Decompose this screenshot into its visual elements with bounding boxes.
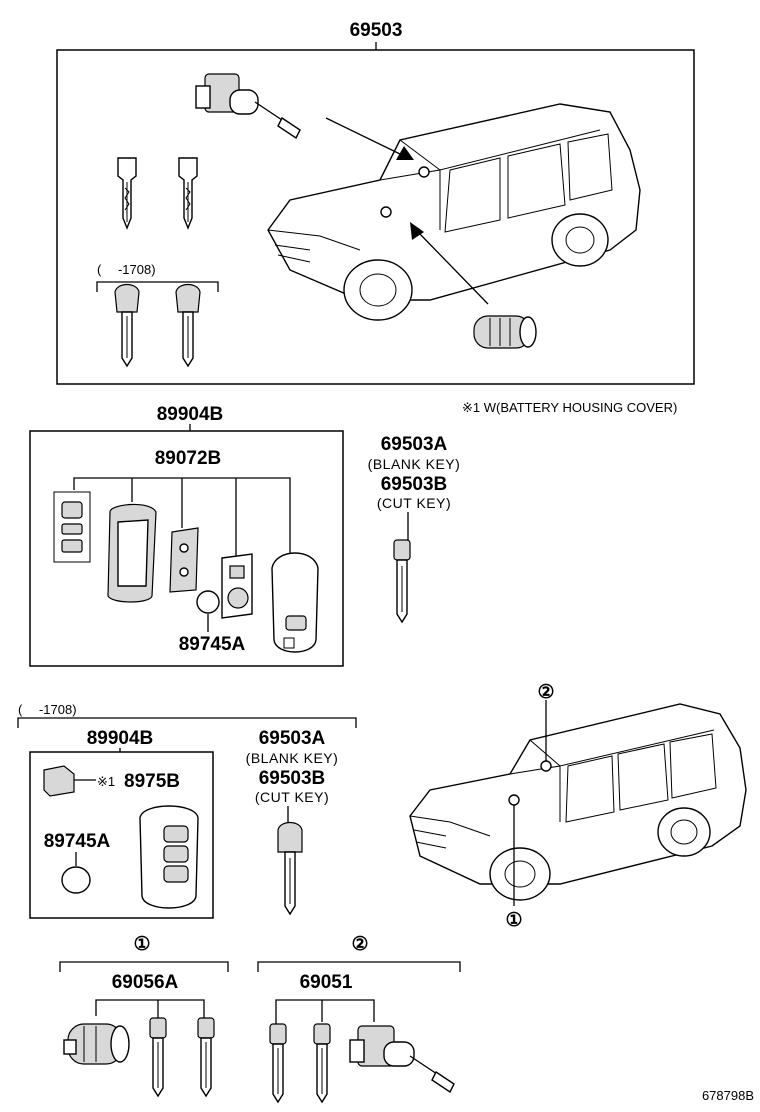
- kit-2-part-no: 69051: [300, 972, 353, 993]
- smart-key-part-no: 89904B: [157, 404, 224, 425]
- smart-key-case-illustration: [271, 552, 319, 653]
- kit-1-key-illustration-1: [149, 1017, 167, 1097]
- key-illustration-3: [114, 283, 140, 368]
- kit-2-door-cylinder-illustration: [349, 1025, 455, 1094]
- coin-battery-illustration: [61, 866, 91, 894]
- lower-blank-key-label: (BLANK KEY): [246, 750, 339, 766]
- kit-1-bracket: [59, 961, 229, 972]
- kit-1-cylinder-illustration: [63, 1023, 130, 1065]
- date-bracket: [96, 281, 219, 292]
- cut-key-label: (CUT KEY): [377, 495, 451, 511]
- battery-cover-pieces-illustration: [53, 491, 91, 563]
- lower-smart-key-part-no: 89904B: [87, 728, 154, 749]
- blank-key-label: (BLANK KEY): [368, 456, 461, 472]
- lower-date-range: ( -1708): [18, 702, 77, 717]
- coin-battery-illustration: [196, 590, 220, 614]
- top-assembly-box: [56, 49, 695, 385]
- emergency-key-illustration: [393, 539, 411, 624]
- diagram-id: 678798B: [702, 1088, 754, 1103]
- vehicle-illustration-top: [267, 103, 641, 321]
- blank-key-part-no: 69503A: [381, 434, 448, 455]
- lower-smart-key-box: [29, 751, 214, 919]
- circuit-board-illustration: [169, 527, 199, 593]
- kit-2-key-illustration-1: [269, 1023, 287, 1103]
- battery-part-no: 89745A: [179, 634, 246, 655]
- smart-key-frame-illustration: [107, 503, 157, 603]
- smart-key-fob-illustration: [139, 805, 199, 909]
- housing-bracket: [73, 477, 291, 556]
- door-lock-cylinder-illustration: [195, 73, 301, 140]
- top-assembly-part-no: 69503: [350, 20, 403, 41]
- ignition-cylinder-illustration: [473, 315, 537, 349]
- lower-emergency-key-illustration: [277, 821, 303, 916]
- kit-1-part-no: 69056A: [112, 972, 179, 993]
- cover-marker: ※1: [97, 774, 115, 789]
- battery-housing-note: ※1 W(BATTERY HOUSING COVER): [462, 400, 677, 415]
- key-illustration-1: [117, 157, 137, 229]
- callout-two: ②: [537, 682, 554, 703]
- lower-blank-key-part-no: 69503A: [259, 728, 326, 749]
- cover-part-no: 8975B: [124, 771, 180, 792]
- kit-1-leaders: [95, 999, 205, 1018]
- smart-key-box: [29, 430, 344, 667]
- kit-2-bracket: [257, 961, 461, 972]
- key-illustration-4: [175, 283, 201, 368]
- lower-battery-part-no: 89745A: [44, 831, 111, 852]
- lower-cut-key-label: (CUT KEY): [255, 789, 329, 805]
- housing-part-no: 89072B: [155, 448, 222, 469]
- kit-2-marker: ②: [351, 934, 368, 955]
- callout-one: ①: [505, 910, 522, 931]
- key-plate-illustration: [221, 553, 253, 619]
- kit-1-key-illustration-2: [197, 1017, 215, 1097]
- key-illustration-2: [178, 157, 198, 229]
- battery-cover-illustration: [43, 765, 75, 797]
- top-date-range: ( -1708): [97, 262, 156, 277]
- kit-2-key-illustration-2: [313, 1023, 331, 1103]
- cut-key-part-no: 69503B: [381, 474, 448, 495]
- kit-2-leaders: [275, 999, 375, 1024]
- kit-1-marker: ①: [133, 934, 150, 955]
- date-bracket: [17, 717, 357, 728]
- lower-cut-key-part-no: 69503B: [259, 768, 326, 789]
- vehicle-illustration-bottom: [409, 703, 747, 901]
